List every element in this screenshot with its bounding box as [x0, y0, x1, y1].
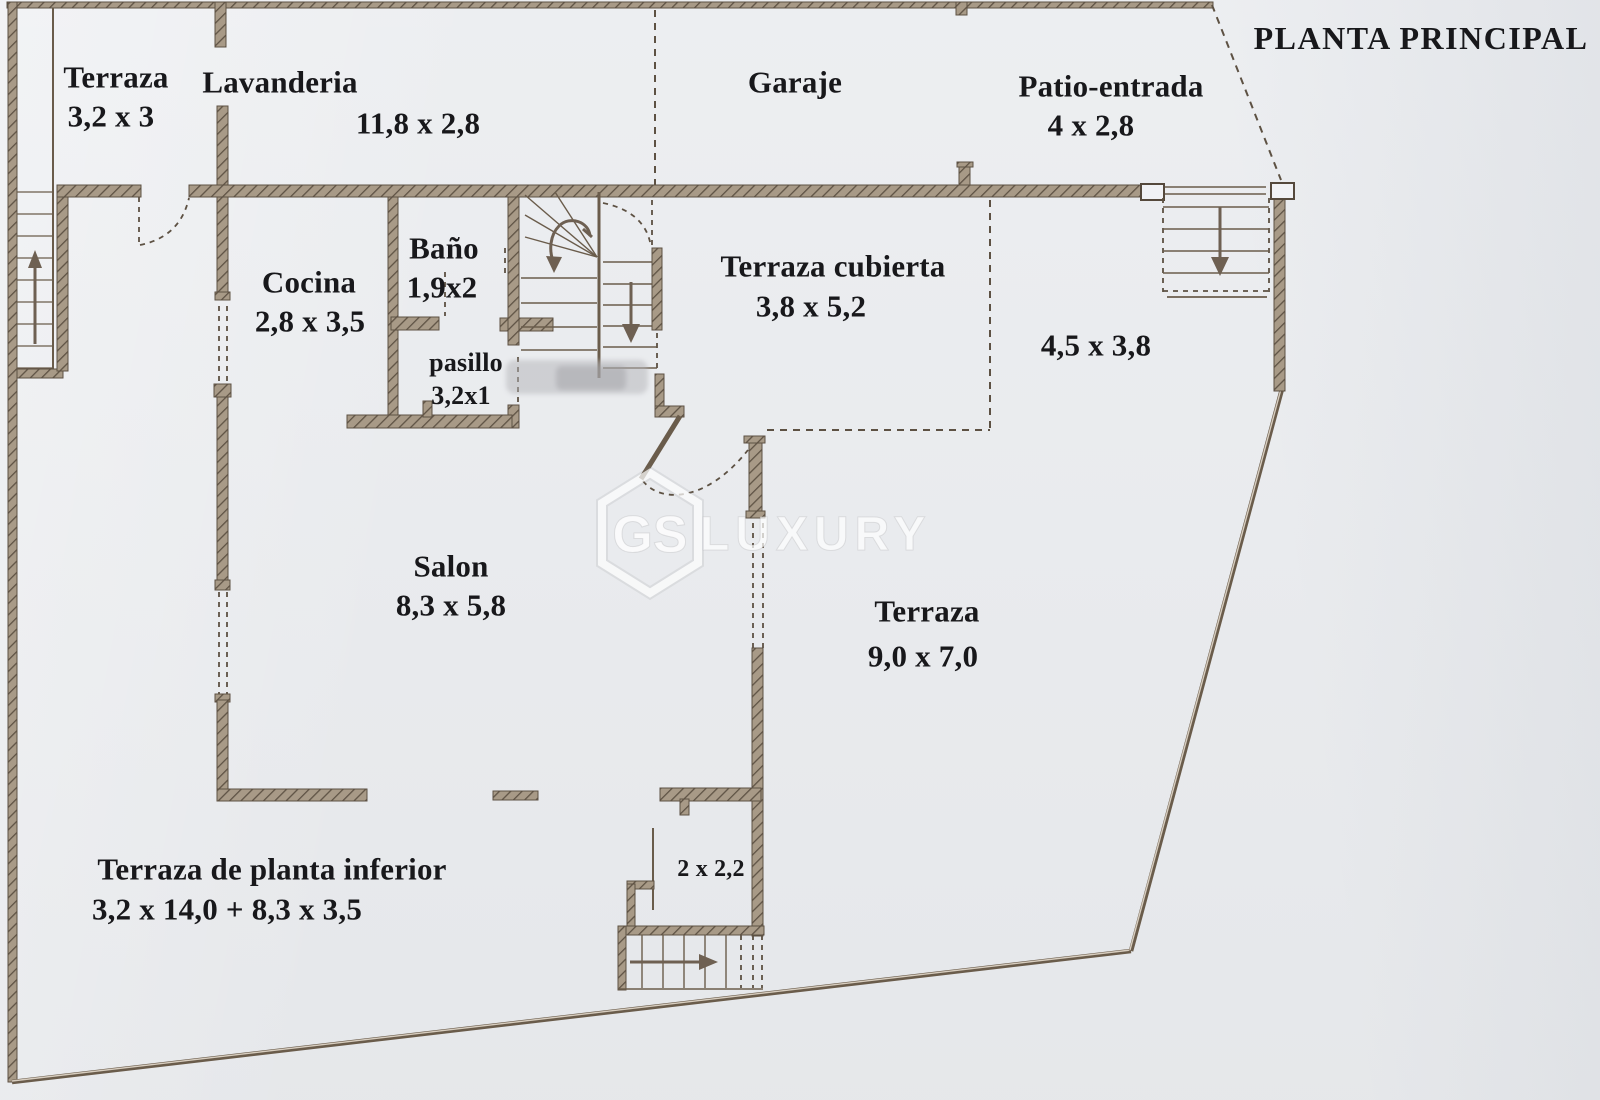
- terraza-cubierta-boundary: [767, 199, 991, 431]
- stair-down-arrow-icon: [622, 282, 640, 343]
- north-wall: [56, 182, 1295, 201]
- watermark-logo-text: GS: [612, 506, 687, 564]
- room-dims-salon: 8,3 x 5,8: [395, 587, 507, 623]
- cocina-bano-pasillo-walls: [346, 196, 554, 429]
- watermark-brand-text: LUXURY: [700, 508, 932, 561]
- salon-west-wall: [213, 196, 368, 802]
- salon-south-walls: [492, 787, 762, 931]
- window-symbol: [1140, 183, 1165, 201]
- stair-up-arrow-icon: [28, 250, 42, 344]
- room-dims-patio-lateral: 4,5 x 3,8: [1040, 327, 1152, 363]
- room-label-terraza-nw: Terraza: [63, 59, 169, 95]
- room-label-terraza-este: Terraza: [874, 593, 980, 629]
- scan-blur-patch: [506, 360, 648, 394]
- room-label-terraza-inferior: Terraza de planta inferior: [97, 851, 447, 887]
- outer-walls: [6, 1, 1286, 1085]
- watermark: GS LUXURY: [596, 465, 932, 601]
- room-label-bano: Baño: [409, 230, 479, 266]
- room-label-garaje: Garaje: [747, 64, 843, 100]
- stair-down-arrow-icon: [1211, 207, 1229, 276]
- room-label-lavanderia: Lavanderia: [202, 64, 358, 100]
- plot-boundary-dashed: [1211, 4, 1282, 181]
- room-dims-pasillo: 3,2x1: [431, 381, 491, 410]
- room-label-cocina: Cocina: [261, 264, 357, 300]
- stairs-main: [521, 191, 749, 496]
- room-dims-cocina: 2,8 x 3,5: [254, 303, 366, 339]
- room-label-terraza-cubierta: Terraza cubierta: [720, 248, 946, 284]
- stair-right-arrow-icon: [630, 954, 718, 970]
- room-label-pasillo: pasillo: [429, 348, 503, 377]
- room-dims-terraza-cubierta: 3,8 x 5,2: [755, 288, 867, 324]
- room-dims-patio-entrada: 4 x 2,8: [1047, 107, 1135, 143]
- stairs-patio: [1162, 198, 1270, 298]
- room-label-salon: Salon: [413, 548, 489, 584]
- stairs-west: [16, 8, 69, 379]
- room-dims-bano: 1,9x2: [406, 269, 478, 305]
- room-label-patio-entrada: Patio-entrada: [1018, 68, 1204, 104]
- stair-curved-arrow-icon: [546, 219, 593, 273]
- window-symbol: [1270, 182, 1295, 200]
- salon-door-arc: [642, 449, 749, 496]
- room-dims-terraza-inferior: 3,2 x 14,0 + 8,3 x 3,5: [91, 891, 363, 927]
- room-dims-escalera-exterior: 2 x 2,2: [677, 856, 745, 882]
- stairs-lower: [617, 925, 765, 991]
- page-title: PLANTA PRINCIPAL: [1253, 20, 1589, 56]
- room-dims-lavanderia: 11,8 x 2,8: [355, 105, 481, 141]
- terraza-door: [138, 197, 190, 246]
- room-dims-terraza-nw: 3,2 x 3: [67, 98, 155, 134]
- room-dims-terraza-este: 9,0 x 7,0: [867, 638, 979, 674]
- top-strip-walls: [214, 1, 1282, 187]
